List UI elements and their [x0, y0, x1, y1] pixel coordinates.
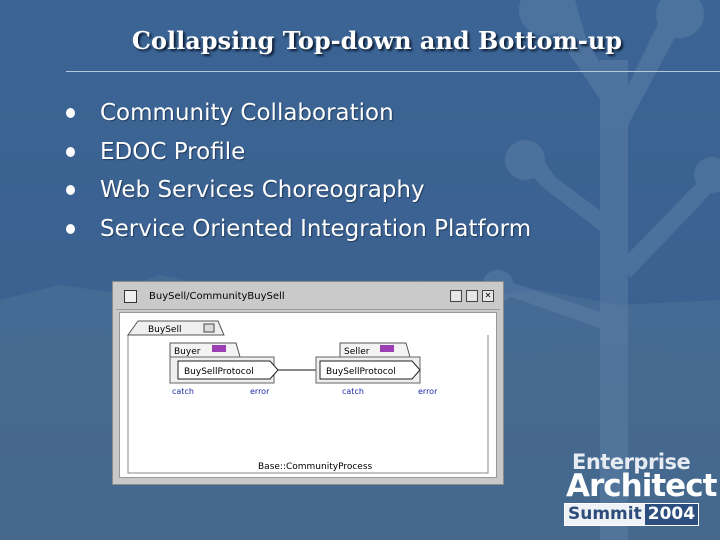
buyer-role-label: Buyer [174, 347, 201, 357]
process-label: Base::CommunityProcess [258, 462, 373, 472]
role-icon [380, 345, 394, 352]
seller-port-catch: catch [342, 387, 364, 396]
bullet-dot-icon [66, 223, 75, 234]
bullet-dot-icon [66, 108, 75, 119]
logo-summit: Summit [565, 504, 645, 525]
seller-port-error: error [418, 387, 438, 396]
role-icon [212, 345, 226, 352]
bullet-text: Service Oriented Integration Platform [100, 215, 532, 242]
logo-line1: Enterprise [572, 450, 691, 474]
close-icon[interactable]: ✕ [482, 290, 494, 302]
enterprise-architect-logo: Enterprise Architect Summit 2004 [562, 450, 717, 528]
window-titlebar: BuySell/CommunityBuySell ✕ [116, 285, 500, 310]
title-divider [66, 71, 720, 72]
bullet-dot-icon [66, 146, 75, 157]
component-icon [203, 323, 215, 333]
diagram-screenshot: BuySell/CommunityBuySell ✕ BuySell Buyer… [112, 281, 504, 485]
bullet-item: Web Services Choreography [66, 171, 531, 210]
diagram-canvas: BuySell Buyer BuySellProtocol catch erro… [119, 312, 497, 478]
seller-protocol-label: BuySellProtocol [326, 367, 396, 377]
bullet-text: Web Services Choreography [100, 177, 425, 204]
diagram-icon [124, 290, 137, 303]
logo-summit-bar: Summit 2004 [564, 503, 700, 526]
buyer-port-error: error [250, 387, 270, 396]
seller-role-label: Seller [344, 347, 370, 357]
bullet-item: Community Collaboration [66, 94, 531, 133]
buyer-port-catch: catch [172, 387, 194, 396]
bullet-item: EDOC Profile [66, 133, 531, 172]
minimize-icon[interactable] [450, 290, 462, 302]
bullet-list: Community Collaboration EDOC Profile Web… [66, 94, 531, 248]
slide-title: Collapsing Top-down and Bottom-up [131, 26, 623, 55]
logo-year: 2004 [644, 504, 699, 525]
bullet-text: Community Collaboration [100, 100, 394, 127]
bullet-text: EDOC Profile [100, 138, 246, 165]
window-title: BuySell/CommunityBuySell [149, 291, 285, 302]
bullet-dot-icon [66, 185, 75, 196]
restore-icon[interactable] [466, 290, 478, 302]
logo-line2: Architect [566, 468, 717, 504]
bullet-item: Service Oriented Integration Platform [66, 210, 531, 249]
buyer-protocol-label: BuySellProtocol [184, 367, 254, 377]
component-tab-label: BuySell [148, 325, 181, 335]
